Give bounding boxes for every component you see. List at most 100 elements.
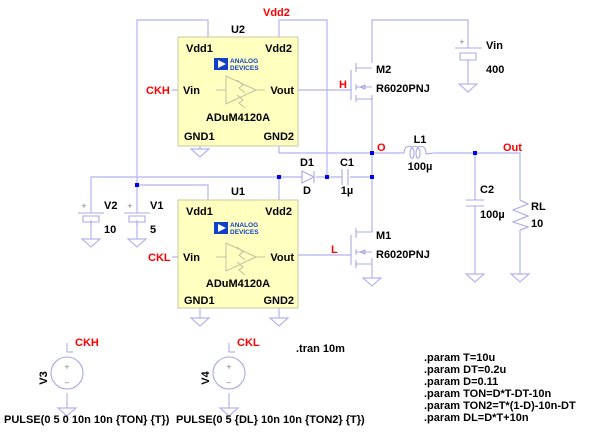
v4-pulse-source[interactable]: + − V4 PULSE(0 5 {DL} 10n 10n {TON2} {T}… [176, 356, 365, 426]
v3-pulse-source[interactable]: + − V3 PULSE(0 5 0 10n 10n {TON} {T}) [4, 356, 170, 426]
vin-source[interactable]: + Vin 400 [455, 38, 504, 76]
u2-pin-vdd1: Vdd1 [186, 43, 213, 55]
u1-pin-vdd1: Vdd1 [186, 206, 213, 218]
u2-pin-vin: Vin [183, 85, 200, 97]
c2-ref: C2 [480, 184, 494, 196]
u1-pin-vout: Vout [270, 252, 294, 264]
d1-diode[interactable]: D1 D [300, 157, 316, 197]
l1-inductor[interactable]: L1 100µ [403, 134, 435, 173]
param-directive[interactable]: .param TON=D*T-DT-10n [424, 388, 552, 400]
ground-icon [190, 311, 210, 327]
u2-ref: U2 [231, 24, 245, 36]
plus-sign: + [81, 202, 87, 210]
m2-ref: M2 [376, 64, 391, 76]
ground-icon [81, 232, 101, 248]
wire-vin-stubs [172, 89, 178, 258]
u1-pin-gnd2: GND2 [263, 295, 294, 307]
v3-ref: V3 [38, 371, 50, 384]
vin-value: 400 [486, 64, 504, 76]
u1-part: ADuM4120A [206, 278, 270, 290]
minus-sign: − [226, 379, 232, 387]
u2-driver-ic[interactable]: U2 Vdd1 Vdd2 Vin Vout ADuM4120A GND1 GND… [177, 24, 299, 147]
m1-ref: M1 [376, 230, 391, 242]
isolator-symbol-icon [216, 75, 265, 109]
v1-source[interactable]: + V1 5 [124, 200, 163, 236]
u1-pin-vdd2: Vdd2 [265, 206, 292, 218]
net-label-ckl: CKL [148, 252, 171, 264]
vin-ref: Vin [486, 40, 503, 52]
l1-value: 100µ [408, 161, 433, 173]
net-labels: Vdd2 CKH CKL H L O Out CKH CKL [75, 7, 522, 349]
d1-value: D [303, 185, 311, 197]
plus-sign: + [127, 202, 133, 210]
c1-value: 1µ [341, 185, 353, 197]
junction-dot [473, 151, 477, 155]
logo-text-analog: ANALOG [230, 58, 258, 65]
u1-pin-vin: Vin [183, 252, 200, 264]
battery-icon [455, 47, 482, 66]
u2-pin-gnd1: GND1 [184, 131, 215, 143]
plus-sign: + [459, 38, 465, 46]
junction-dot [370, 175, 374, 179]
logo-text-devices: DEVICES [230, 65, 259, 72]
v4-value: PULSE(0 5 {DL} 10n 10n {TON2} {T}) [176, 414, 365, 426]
m2-value: R6020PNJ [376, 83, 430, 95]
l1-ref: L1 [414, 134, 427, 146]
junction-dot [370, 151, 374, 155]
rl-ref: RL [531, 201, 546, 213]
ground-icon [465, 267, 485, 283]
v4-ref: V4 [200, 370, 212, 384]
wire-v4 [228, 343, 235, 405]
m1-value: R6020PNJ [376, 249, 430, 261]
m2-mosfet[interactable]: M2 R6020PNJ [350, 63, 430, 102]
capacitor-icon [341, 169, 349, 185]
wire-o-l1-out [372, 152, 521, 200]
battery-icon [78, 212, 104, 225]
u2-body[interactable] [177, 36, 299, 147]
resistor-icon [511, 199, 530, 231]
u1-pin-gnd1: GND1 [184, 295, 215, 307]
wire-v2-to-d1 [90, 176, 279, 213]
spice-directives[interactable]: .tran 10m .param T=10u .param DT=0.2u .p… [296, 343, 576, 424]
m1-mosfet[interactable]: M1 R6020PNJ [350, 222, 430, 268]
u2-part: ADuM4120A [206, 112, 270, 124]
param-directive[interactable]: .param DT=0.2u [424, 364, 506, 376]
d1-ref: D1 [300, 157, 314, 169]
analog-devices-logo: ANALOG DEVICES [214, 222, 259, 236]
v2-ref: V2 [104, 200, 117, 212]
c1-ref: C1 [340, 157, 354, 169]
net-label-o: O [377, 142, 386, 154]
param-directive[interactable]: .param TON2=T*(1-D)-10n-DT [424, 400, 576, 412]
u2-pin-gnd2: GND2 [263, 131, 294, 143]
ground-icon [127, 232, 147, 248]
param-directive[interactable]: .param D=0.11 [424, 376, 498, 388]
c2-value: 100µ [480, 209, 505, 221]
v2-source[interactable]: + V2 10 [78, 200, 117, 236]
c2-capacitor[interactable]: C2 100µ [466, 184, 505, 221]
plus-sign: + [64, 363, 70, 371]
ground-icon [362, 271, 382, 287]
ground-icon [269, 311, 289, 327]
battery-icon [124, 212, 150, 225]
v2-value: 10 [104, 224, 116, 236]
capacitor-icon [466, 199, 484, 212]
plus-sign: + [226, 363, 232, 371]
u1-body[interactable] [177, 199, 299, 309]
net-label-ckl-source: CKL [237, 337, 260, 349]
net-label-out: Out [503, 142, 522, 154]
junction-dot [325, 175, 329, 179]
rl-resistor[interactable]: RL 10 [511, 199, 546, 231]
tran-directive[interactable]: .tran 10m [296, 343, 345, 355]
ground-icon [510, 267, 530, 283]
wire-v3 [66, 343, 73, 405]
wire-v1-to-u2-vdd1 [136, 19, 209, 213]
minus-sign: − [64, 379, 70, 387]
param-directive[interactable]: .param DL=D*T+10n [424, 412, 529, 424]
net-label-vdd2: Vdd2 [263, 7, 290, 19]
voltage-source-icon [50, 356, 84, 390]
c1-capacitor[interactable]: C1 1µ [340, 157, 354, 197]
isolator-symbol-icon [216, 242, 265, 276]
param-directive[interactable]: .param T=10u [424, 352, 495, 364]
u1-driver-ic[interactable]: U1 Vdd1 Vdd2 Vin Vout ADuM4120A GND1 GND… [177, 186, 299, 309]
wire-m2-drain-to-vin [371, 19, 469, 63]
